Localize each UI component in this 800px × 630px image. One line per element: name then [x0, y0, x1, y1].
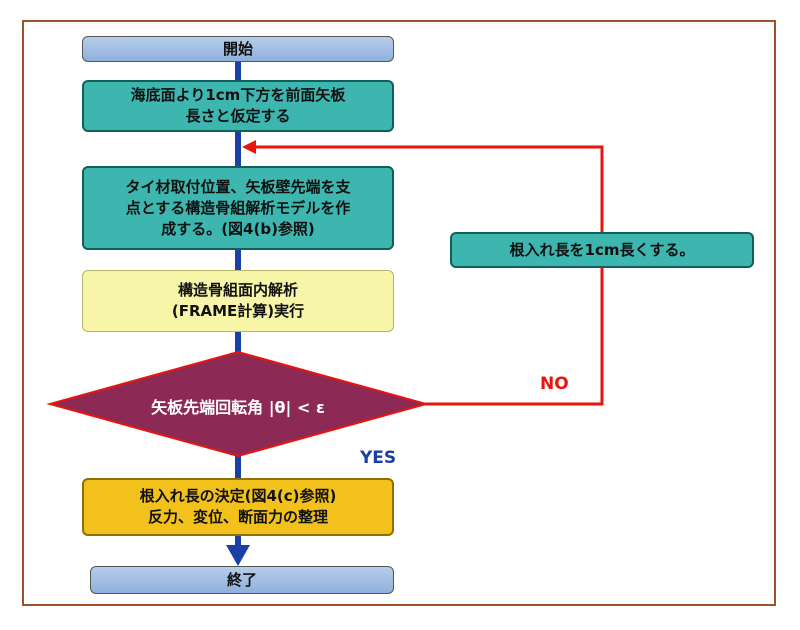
step-frame-analysis-label: 構造骨組面内解析 (FRAME計算)実行	[171, 281, 305, 320]
result-determination-label: 根入れ長の決定(図4(c)参照) 反力、変位、断面力の整理	[139, 487, 337, 526]
step-extend-length-label: 根入れ長を1cm長くする。	[509, 240, 695, 259]
step-assume-length-label: 海底面より1cm下方を前面矢板 長さと仮定する	[130, 86, 346, 125]
step-build-model-label: タイ材取付位置、矢板壁先端を支 点とする構造骨組解析モデルを作 成する。(図4(…	[125, 177, 351, 238]
loop-flow-line	[252, 145, 604, 406]
loop-flow-arrowhead	[242, 140, 256, 154]
step-frame-analysis: 構造骨組面内解析 (FRAME計算)実行	[82, 270, 394, 332]
end-terminal: 終了	[90, 566, 394, 594]
main-flow-arrowhead	[226, 545, 250, 566]
result-determination: 根入れ長の決定(図4(c)参照) 反力、変位、断面力の整理	[82, 478, 394, 536]
end-label: 終了	[226, 570, 257, 589]
no-label: NO	[540, 374, 569, 394]
step-assume-length: 海底面より1cm下方を前面矢板 長さと仮定する	[82, 80, 394, 132]
step-build-model: タイ材取付位置、矢板壁先端を支 点とする構造骨組解析モデルを作 成する。(図4(…	[82, 166, 394, 250]
yes-label: YES	[360, 448, 397, 468]
start-label: 開始	[222, 39, 253, 58]
step-extend-length: 根入れ長を1cm長くする。	[450, 232, 754, 268]
start-terminal: 開始	[82, 36, 394, 62]
decision-label: 矢板先端回転角 |θ| < ε	[151, 398, 325, 417]
decision-diamond	[46, 350, 430, 458]
